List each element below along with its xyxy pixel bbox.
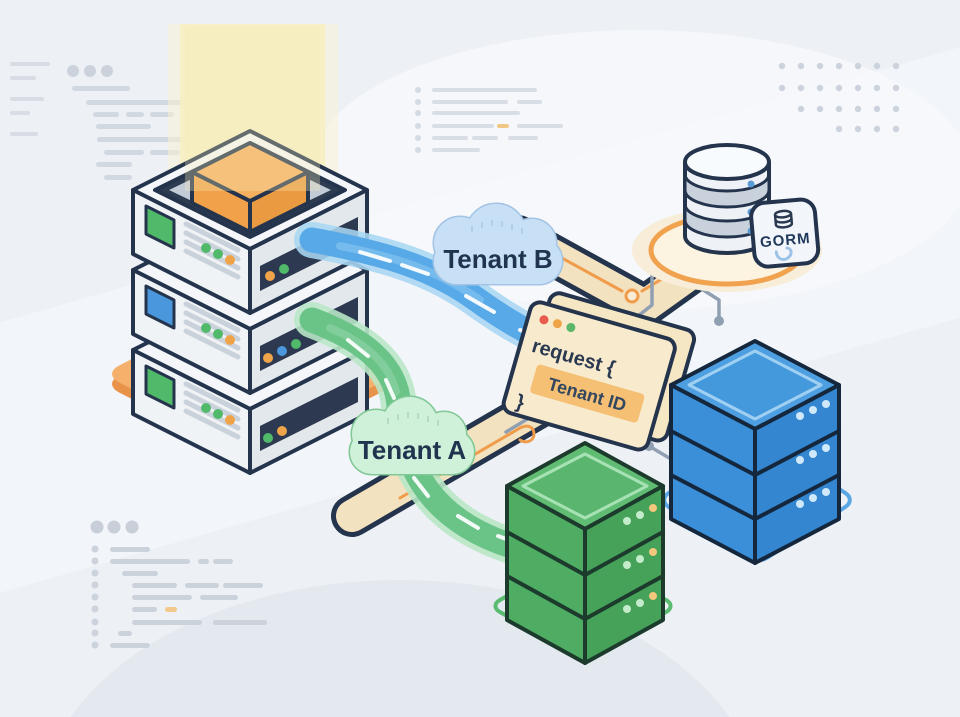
tenant-a-db-stack [505,441,665,665]
workload-cube [190,141,310,234]
server-badge [144,364,176,410]
server-badge [144,284,176,330]
dot-grid-decoration [778,62,900,133]
gorm-label: GORM [759,230,811,251]
tenant-a-label: Tenant A [358,435,467,465]
code-decoration-top-left [10,62,187,180]
window-dots [539,315,576,333]
tenant-id-highlight [530,364,645,423]
tenant-a-cloud: Tenant A [348,395,476,476]
code-decoration-mid-top [415,87,563,153]
gorm-badge: GORM [749,197,821,269]
server-leds [201,323,301,363]
code-decoration-bottom-left [90,520,267,649]
server-leds [201,403,287,443]
request-card: request { Tenant ID } [501,291,697,452]
light-beam-overlay [185,26,320,191]
tenant-b-cloud: Tenant B [432,202,564,286]
tenant-b-db-stack [669,339,841,565]
database-icon [773,209,794,229]
server-badge [144,204,176,250]
gorm-swoosh-icon [774,246,793,261]
tenant-b-label: Tenant B [443,244,552,274]
server-leds [201,243,289,281]
